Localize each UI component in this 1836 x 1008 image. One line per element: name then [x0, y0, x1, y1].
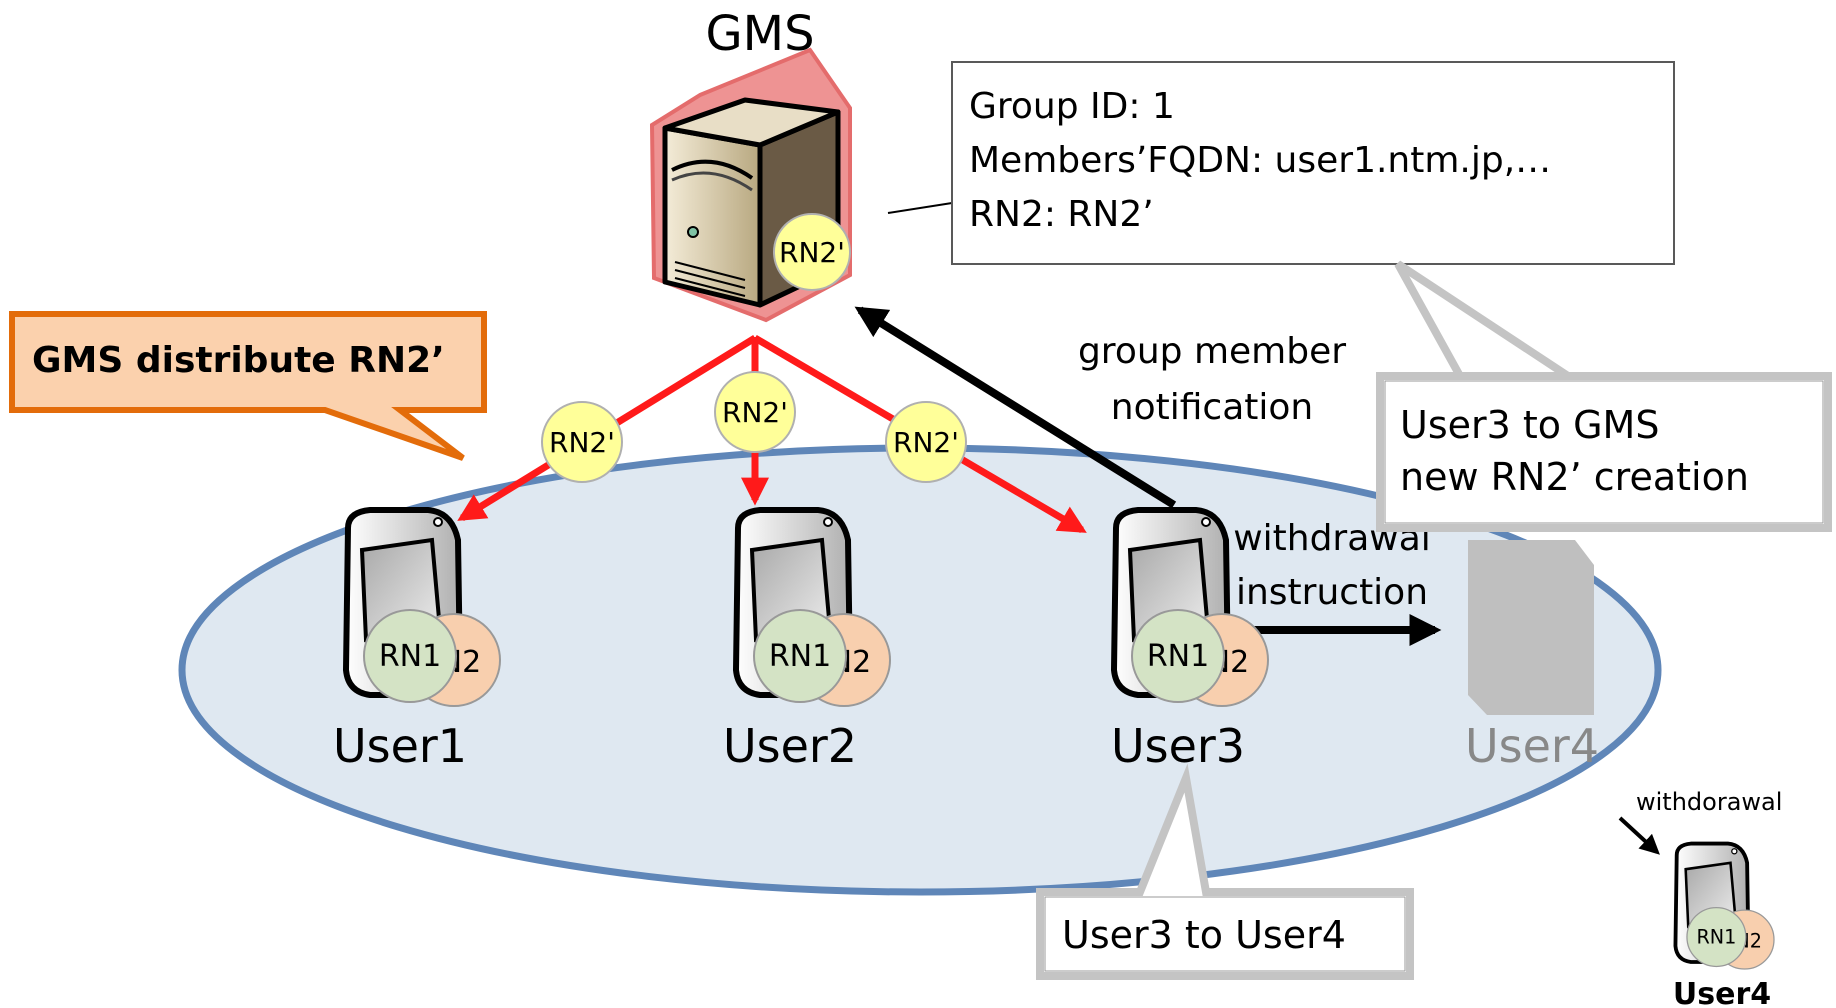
server-label: GMS — [705, 6, 814, 62]
key-badge-front — [363, 609, 457, 703]
server-vent — [674, 269, 746, 289]
server-vent — [674, 261, 746, 281]
user3-phone[interactable]: RN2RN1 — [1110, 507, 1269, 707]
phone-camera — [433, 517, 443, 527]
user4-ghost-label: User4 — [1465, 719, 1599, 773]
callout-creation-inner — [1384, 380, 1824, 524]
distribution-badge-2: RN2' — [714, 371, 796, 453]
notification-arrow — [854, 306, 1177, 509]
info-box-line-1: Group ID: 1 — [969, 86, 1175, 127]
withdrawal-label-line-2: instruction — [1236, 572, 1428, 613]
server-tower-top — [662, 97, 841, 148]
info-box — [951, 61, 1675, 265]
notification-label-line-2: notification — [1111, 387, 1313, 428]
server-key-badge-label: RN2' — [779, 236, 845, 269]
withdrawn-user-label: User4 — [1673, 977, 1771, 1008]
user4-ghost-shape — [1468, 540, 1594, 715]
key-badge-front-label: RN1 — [379, 639, 441, 674]
notification-label-line-1: group member — [1078, 331, 1346, 372]
users-layer: RN2RN1RN2RN1RN2RN1RN2RN1 — [342, 507, 1775, 970]
withdrawn-caption: withdorawal — [1636, 788, 1782, 816]
callout-creation-box — [1376, 260, 1832, 532]
server-vent — [674, 277, 746, 297]
distribution-badge-3: RN2' — [885, 401, 967, 483]
server-drive-slot — [671, 171, 753, 192]
phone-camera — [823, 517, 833, 527]
callout-creation-line-1: User3 to GMS — [1400, 403, 1659, 447]
callout-distribute-box — [9, 311, 487, 461]
info-box-line-3: RN2: RN2’ — [969, 194, 1154, 235]
user2-label: User2 — [723, 719, 857, 773]
callout-distribute-text: GMS distribute RN2’ — [32, 340, 445, 381]
info-box-connector — [887, 202, 953, 214]
user1-label: User1 — [333, 719, 467, 773]
user3-label: User3 — [1111, 719, 1245, 773]
distribution-badge-label: RN2' — [893, 426, 959, 459]
user1-phone[interactable]: RN2RN1 — [342, 507, 501, 707]
phone-camera — [1201, 517, 1211, 527]
info-box-line-2: Members’FQDN: user1.ntm.jp,… — [969, 140, 1551, 181]
key-badge-front-label: RN1 — [1696, 925, 1736, 948]
distribution-badge-label: RN2' — [549, 426, 615, 459]
callout-user3-inner — [1044, 896, 1406, 972]
key-badge-front-label: RN1 — [769, 639, 831, 674]
phone-camera — [1731, 848, 1738, 855]
callout-creation-line-2: new RN2’ creation — [1400, 455, 1749, 499]
distribution-badge-1: RN2' — [541, 401, 623, 483]
callout-user3-box — [1036, 763, 1414, 980]
user2-phone[interactable]: RN2RN1 — [732, 507, 891, 707]
distribution-badge-label: RN2' — [722, 396, 788, 429]
server-power-led — [687, 226, 699, 238]
withdrawn-arrow — [1618, 816, 1660, 855]
withdrawn-user-phone[interactable]: RN2RN1 — [1673, 841, 1775, 970]
key-badge-front-label: RN1 — [1147, 639, 1209, 674]
key-badge-front — [753, 609, 847, 703]
server-key-badge: RN2' — [773, 213, 851, 291]
key-badge-front — [1686, 906, 1747, 968]
key-badge-front — [1131, 609, 1225, 703]
server-drive-slot — [671, 159, 754, 180]
callout-user3-text: User3 to User4 — [1062, 913, 1346, 957]
